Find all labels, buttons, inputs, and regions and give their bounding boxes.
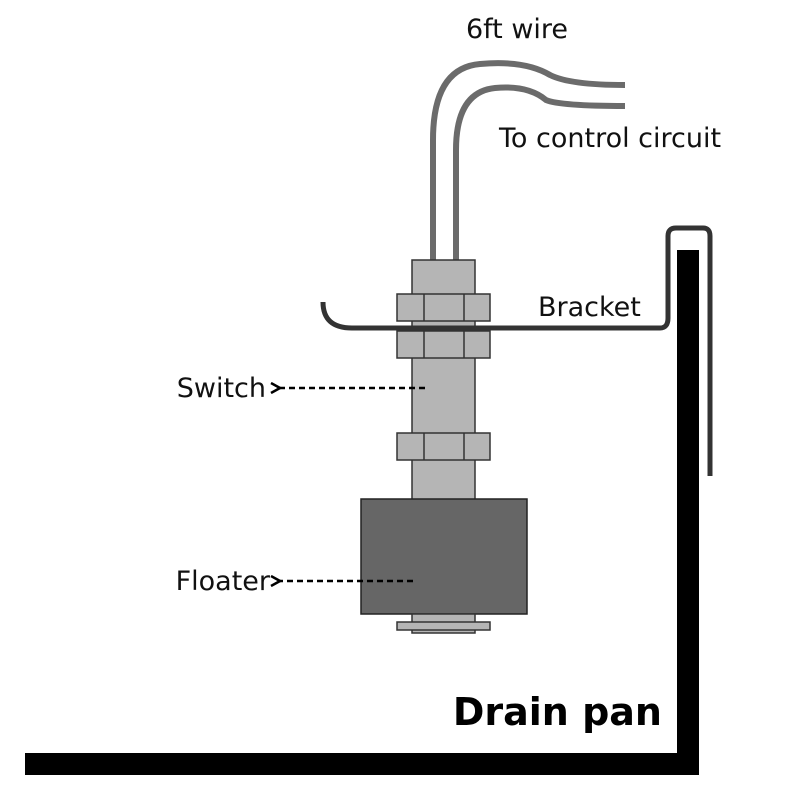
control-circuit-label: To control circuit xyxy=(498,123,721,154)
stop-nut xyxy=(396,432,491,461)
bracket-label: Bracket xyxy=(538,292,641,323)
wire-left xyxy=(430,60,626,262)
floater-body xyxy=(360,498,528,615)
switch-label: Switch xyxy=(177,373,266,404)
floater-label: Floater xyxy=(176,566,271,597)
top-nut xyxy=(396,293,491,322)
wire-right xyxy=(453,84,626,262)
lower-nut xyxy=(396,330,491,359)
drain-pan xyxy=(25,250,699,775)
drain-pan-label: Drain pan xyxy=(453,690,662,734)
bottom-washer xyxy=(396,621,491,631)
bracket xyxy=(320,225,713,476)
wire-label: 6ft wire xyxy=(466,14,568,45)
